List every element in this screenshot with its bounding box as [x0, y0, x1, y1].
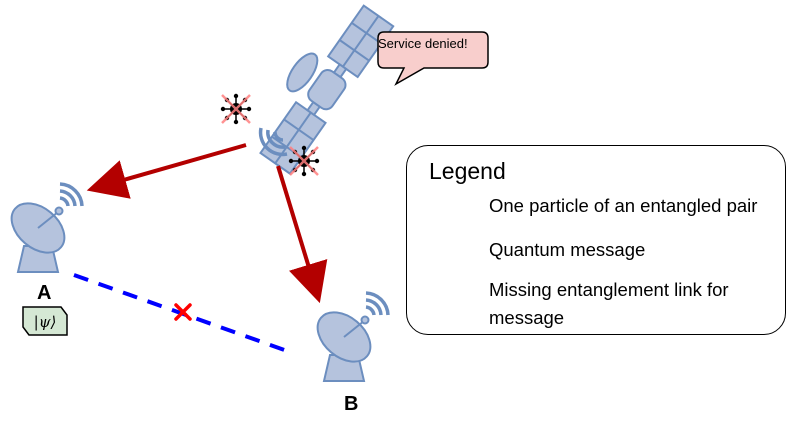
- node-a-label: A: [37, 282, 52, 304]
- legend-item-quantum-message: Quantum message: [489, 239, 646, 260]
- legend-item-missing-link-line2: message: [489, 307, 565, 328]
- entangled-particle-denied-icon: [288, 145, 320, 177]
- quantum-message-symbol: |ψ⟩: [34, 313, 57, 331]
- antenna-a-icon: [0, 182, 84, 274]
- node-b-label: B: [344, 393, 359, 415]
- legend-title: Legend: [429, 158, 506, 184]
- satellite-icon: [259, 4, 395, 176]
- entangled-particle-denied-icon: [220, 93, 252, 125]
- legend-box: Legend One particle of an entangled pair…: [406, 145, 786, 335]
- speech-bubble-text: Service denied!: [378, 36, 468, 51]
- speech-bubble: [377, 31, 489, 86]
- arrow-to-b: [276, 165, 328, 304]
- antenna-b-icon: [306, 291, 390, 383]
- quantum-message-icon: |ψ⟩: [22, 306, 68, 336]
- legend-item-particle: One particle of an entangled pair: [489, 195, 758, 216]
- legend-item-missing-link: Missing entanglement link for message: [489, 276, 729, 332]
- arrow-to-a: [86, 143, 247, 199]
- legend-item-missing-link-line1: Missing entanglement link for: [489, 279, 729, 300]
- satellite-signal-icon: [258, 127, 288, 157]
